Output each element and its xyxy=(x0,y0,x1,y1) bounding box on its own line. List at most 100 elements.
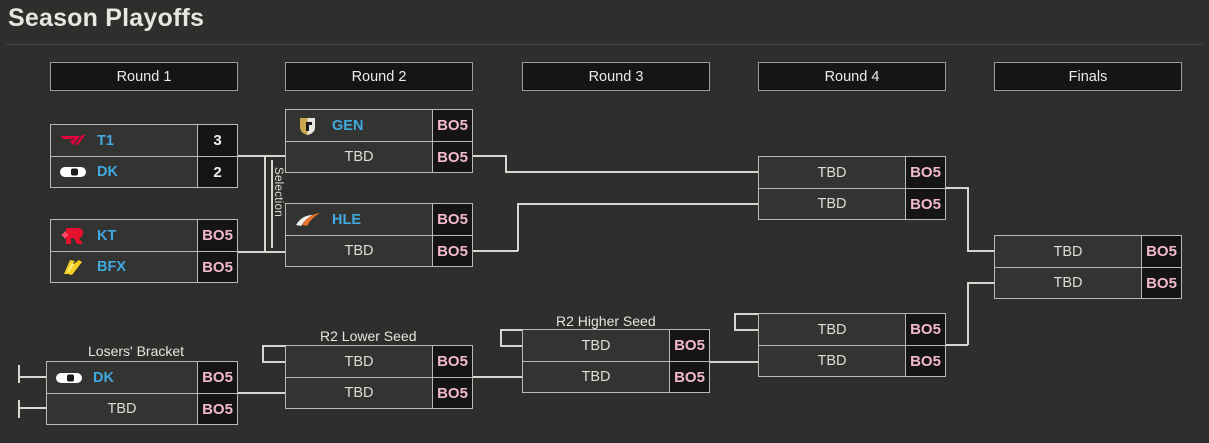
team-name: TBD xyxy=(344,149,374,165)
team-entry[interactable]: TBD xyxy=(523,330,669,361)
match-score: 2 xyxy=(197,157,237,187)
match-r2-higher-seed[interactable]: TBD BO5 TBD BO5 xyxy=(522,329,710,393)
selection-label: Selection xyxy=(272,167,284,218)
match-row[interactable]: TBD BO5 xyxy=(523,361,709,392)
match-finals[interactable]: TBD BO5 TBD BO5 xyxy=(994,235,1182,299)
match-r2-m1[interactable]: GEN BO5 TBD BO5 xyxy=(285,109,473,173)
match-row[interactable]: TBD BO5 xyxy=(759,188,945,219)
match-row[interactable]: TBD BO5 xyxy=(759,157,945,188)
match-losers-m1[interactable]: DK BO5 TBD BO5 xyxy=(46,361,238,425)
connector xyxy=(18,407,46,409)
match-score: BO5 xyxy=(669,330,709,361)
match-score: BO5 xyxy=(432,204,472,235)
team-entry[interactable]: KT xyxy=(51,220,197,251)
team-name: TBD xyxy=(817,353,847,369)
match-row[interactable]: DK 2 xyxy=(51,156,237,187)
team-name: TBD xyxy=(581,337,611,354)
team-entry[interactable]: T1 xyxy=(51,125,197,156)
connector xyxy=(18,365,20,383)
match-score: BO5 xyxy=(432,236,472,266)
team-entry[interactable]: TBD xyxy=(286,346,432,377)
match-row[interactable]: GEN BO5 xyxy=(286,110,472,141)
match-row[interactable]: T1 3 xyxy=(51,125,237,156)
match-r2-m2[interactable]: HLE BO5 TBD BO5 xyxy=(285,203,473,267)
team-entry[interactable]: TBD xyxy=(286,142,432,172)
team-entry[interactable]: TBD xyxy=(286,236,432,266)
match-row[interactable]: TBD BO5 xyxy=(523,330,709,361)
round-header-round-4[interactable]: Round 4 xyxy=(758,62,946,91)
team-name: BFX xyxy=(97,259,126,275)
match-row[interactable]: DK BO5 xyxy=(47,362,237,393)
match-score: BO5 xyxy=(432,378,472,408)
match-score: BO5 xyxy=(905,314,945,345)
team-entry[interactable]: TBD xyxy=(759,157,905,188)
match-row[interactable]: TBD BO5 xyxy=(286,346,472,377)
team-entry[interactable]: TBD xyxy=(759,314,905,345)
team-entry[interactable]: TBD xyxy=(995,268,1141,298)
team-entry[interactable]: TBD xyxy=(759,189,905,219)
match-row[interactable]: TBD BO5 xyxy=(759,314,945,345)
connector xyxy=(500,345,522,347)
match-score: BO5 xyxy=(905,157,945,188)
match-r1-m1[interactable]: T1 3 DK 2 xyxy=(50,124,238,188)
team-name: TBD xyxy=(344,353,374,370)
team-name: TBD xyxy=(1053,275,1083,291)
connector xyxy=(264,251,285,253)
round-header-round-2[interactable]: Round 2 xyxy=(285,62,473,91)
match-row[interactable]: TBD BO5 xyxy=(995,236,1181,267)
match-score: BO5 xyxy=(432,346,472,377)
match-row[interactable]: BFX BO5 xyxy=(51,251,237,282)
team-entry[interactable]: DK xyxy=(47,362,197,393)
match-score: BO5 xyxy=(197,252,237,282)
title-divider xyxy=(6,44,1203,45)
connector xyxy=(967,282,969,345)
team-name: DK xyxy=(93,369,114,386)
match-r1-m2[interactable]: KT BO5 BFX BO5 xyxy=(50,219,238,283)
connector xyxy=(734,313,758,315)
connector xyxy=(967,250,994,252)
team-name: TBD xyxy=(581,369,611,385)
team-entry[interactable]: TBD xyxy=(995,236,1141,267)
team-entry[interactable]: TBD xyxy=(47,394,197,424)
match-r4-upper[interactable]: TBD BO5 TBD BO5 xyxy=(758,156,946,220)
connector xyxy=(238,392,285,394)
match-score: 3 xyxy=(197,125,237,156)
match-score: BO5 xyxy=(1141,268,1181,298)
match-r2-lower-seed[interactable]: TBD BO5 TBD BO5 xyxy=(285,345,473,409)
connector xyxy=(946,187,968,189)
team-entry[interactable]: TBD xyxy=(759,346,905,376)
match-row[interactable]: TBD BO5 xyxy=(759,345,945,376)
match-row[interactable]: TBD BO5 xyxy=(286,235,472,266)
team-name: GEN xyxy=(332,117,364,134)
round-header-round-1[interactable]: Round 1 xyxy=(50,62,238,91)
team-name: TBD xyxy=(344,385,374,401)
team-entry[interactable]: HLE xyxy=(286,204,432,235)
r2-higher-seed-caption: R2 Higher Seed xyxy=(556,313,656,329)
round-header-finals[interactable]: Finals xyxy=(994,62,1182,91)
round-header-round-3[interactable]: Round 3 xyxy=(522,62,710,91)
team-entry[interactable]: BFX xyxy=(51,252,197,282)
team-name: TBD xyxy=(1053,243,1083,260)
match-row[interactable]: TBD BO5 xyxy=(995,267,1181,298)
connector xyxy=(710,361,758,363)
match-row[interactable]: TBD BO5 xyxy=(47,393,237,424)
match-row[interactable]: KT BO5 xyxy=(51,220,237,251)
team-entry[interactable]: TBD xyxy=(286,378,432,408)
connector xyxy=(517,203,758,205)
team-entry[interactable]: TBD xyxy=(523,362,669,392)
connector xyxy=(500,329,502,345)
match-r4-lower[interactable]: TBD BO5 TBD BO5 xyxy=(758,313,946,377)
team-entry[interactable]: DK xyxy=(51,157,197,187)
connector xyxy=(18,400,20,418)
match-row[interactable]: TBD BO5 xyxy=(286,377,472,408)
t1-logo xyxy=(58,130,88,152)
match-score: BO5 xyxy=(1141,236,1181,267)
connector-selection-spine xyxy=(271,160,273,248)
team-entry[interactable]: GEN xyxy=(286,110,432,141)
match-row[interactable]: HLE BO5 xyxy=(286,204,472,235)
connector xyxy=(262,345,285,347)
match-row[interactable]: TBD BO5 xyxy=(286,141,472,172)
team-name: HLE xyxy=(332,211,361,228)
match-score: BO5 xyxy=(905,189,945,219)
team-name: DK xyxy=(97,164,118,180)
